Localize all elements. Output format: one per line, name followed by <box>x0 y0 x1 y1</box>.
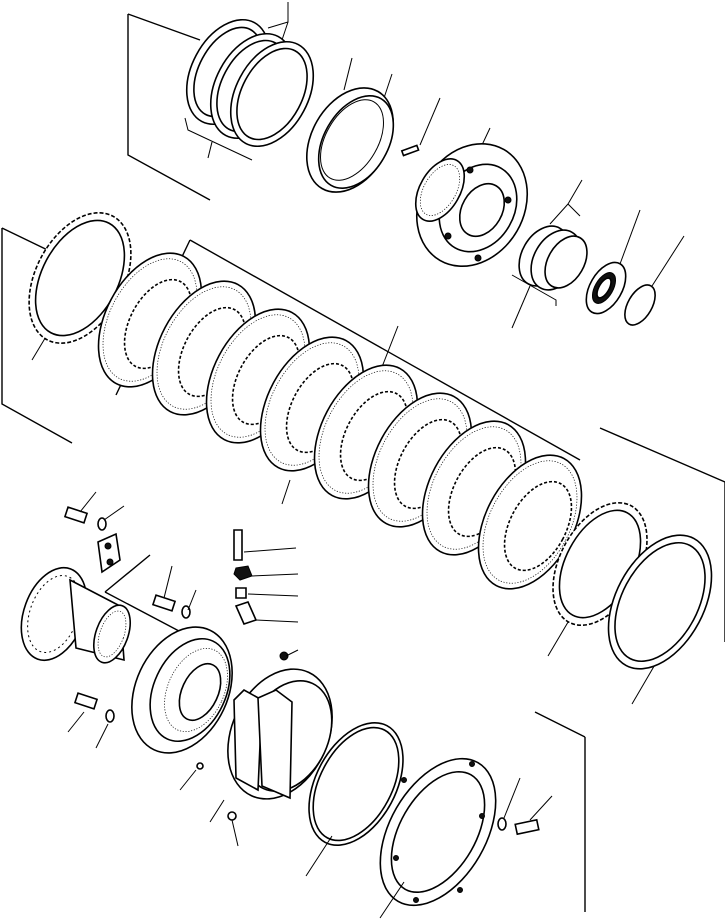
bracket <box>98 534 120 572</box>
washers <box>96 506 520 830</box>
lower-group <box>9 492 585 921</box>
oil-seal <box>578 210 640 320</box>
o-ring <box>619 236 684 330</box>
piston-housing <box>112 611 251 770</box>
upper-group <box>128 2 684 330</box>
bolts <box>65 492 552 834</box>
brake-housing <box>180 650 352 846</box>
piston-seals <box>509 180 596 328</box>
friction-disc-8 <box>457 438 602 606</box>
pin <box>234 530 296 560</box>
nut <box>234 566 298 580</box>
seal-ring <box>290 707 423 876</box>
end-plate <box>534 487 725 686</box>
spring-pin <box>236 588 298 624</box>
dowel-pin <box>402 145 419 155</box>
disc-pack <box>2 196 725 704</box>
output-flange <box>9 559 137 670</box>
hub-gear <box>395 124 549 287</box>
bearing-ring <box>289 73 411 208</box>
cover-plate <box>356 739 519 921</box>
seal-rings <box>170 6 330 161</box>
